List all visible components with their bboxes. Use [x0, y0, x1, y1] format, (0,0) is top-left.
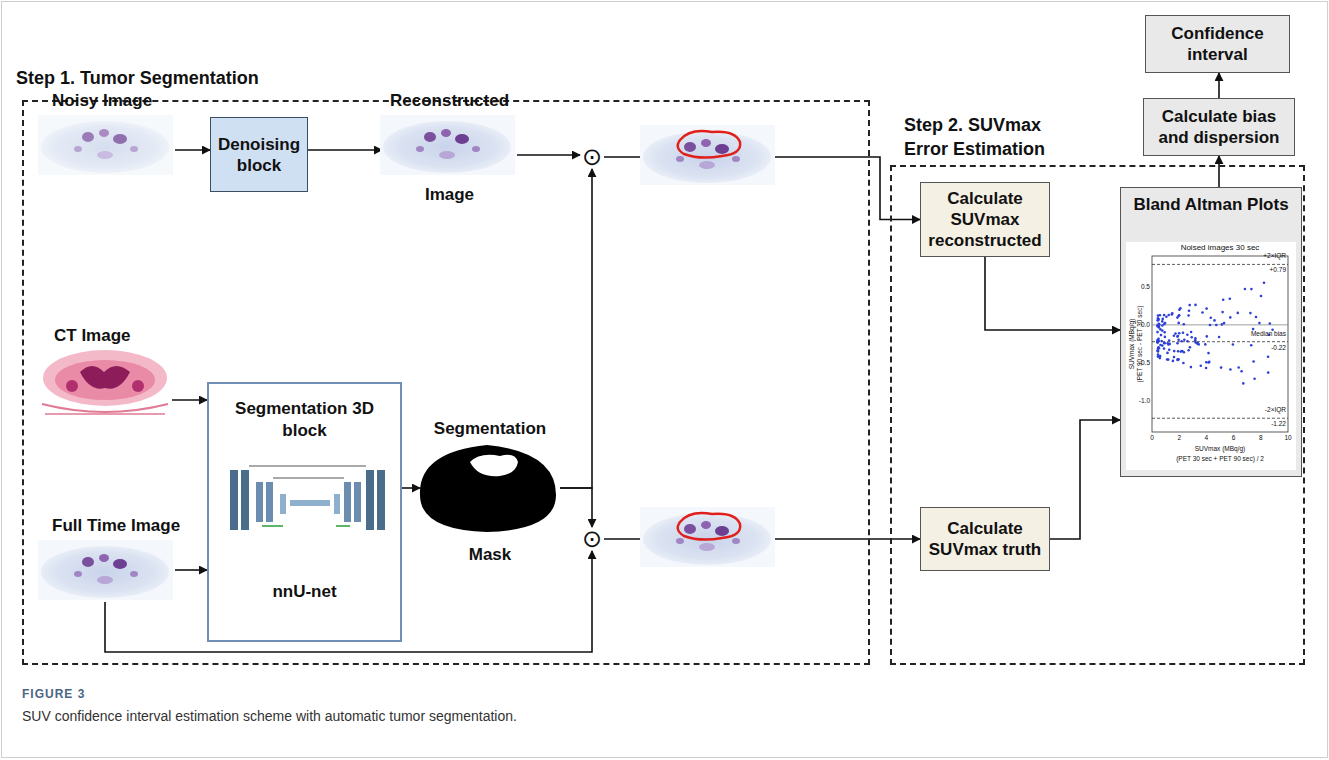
flow-arrow — [560, 169, 592, 488]
flow-arrow — [560, 488, 592, 527]
step-heading: Step 2. SUVmax Error Estimation — [904, 113, 1084, 161]
plot-label: +0.79 — [1270, 266, 1286, 273]
flow-arrow — [172, 399, 207, 401]
plot-label: 0.0 — [1141, 321, 1150, 328]
flow-arrow — [1218, 156, 1220, 187]
plot-label: 4 — [1205, 434, 1209, 441]
plot-area: Noised images 30 sec+2×IQR +0.79Median bi… — [1126, 242, 1296, 470]
step-region: Step 1. Tumor SegmentationNoisy ImageDen… — [22, 100, 870, 665]
plot-label: 6 — [1232, 434, 1236, 441]
box-text: Calculate SUVmax truth — [927, 518, 1043, 560]
flow-arrow — [175, 149, 210, 151]
image-label: Reconstructed — [362, 91, 537, 111]
process-box: Calculate SUVmax reconstructed — [920, 182, 1050, 257]
box-text: Calculate bias and dispersion — [1150, 106, 1288, 148]
box-text: Denoising block — [217, 134, 301, 176]
plot-label: +2×IQR — [1263, 252, 1286, 259]
segmented-reconstructed-image — [640, 125, 775, 185]
segmentation-block: Segmentation 3D block nnU-net — [207, 382, 402, 642]
plot-label: (PET 90 sec - PET 30 sec) — [1136, 305, 1143, 382]
process-box: Confidence interval — [1145, 15, 1290, 73]
image-panel: ReconstructedImage — [382, 117, 517, 177]
plot-label: SUVmax (MBq/g) — [1128, 319, 1135, 370]
reconstructed-pet-image — [380, 115, 515, 175]
block-title: Segmentation 3D block — [215, 398, 394, 442]
flow-arrow — [402, 487, 420, 489]
multiply-operator: ⊙ — [580, 527, 604, 551]
step-heading: Step 1. Tumor Segmentation — [16, 66, 259, 90]
full-time-pet-image — [38, 540, 173, 600]
segmented-truth-image — [640, 507, 775, 567]
ct-image — [42, 350, 168, 414]
step-region: Step 2. SUVmax Error EstimationCalculate… — [890, 165, 1305, 665]
image-label: CT Image — [54, 326, 192, 346]
image-panel: Full Time Image — [40, 542, 175, 602]
flow-arrow — [517, 154, 580, 156]
plot-label: -1.0 — [1139, 397, 1150, 404]
plot-label: Noised images 30 sec — [1181, 244, 1260, 253]
plot-label: Median bias — [1251, 330, 1286, 337]
plot-label: 8 — [1259, 434, 1263, 441]
image-panel: SegmentationMask — [420, 445, 560, 537]
multiply-operator: ⊙ — [580, 145, 604, 169]
flow-arrow — [1050, 420, 1120, 539]
plot-label: -1.22 — [1271, 420, 1286, 427]
plot-label: 2 — [1177, 434, 1181, 441]
flow-arrow — [105, 551, 592, 652]
plot-label: 0 — [1150, 434, 1154, 441]
segmentation-mask — [420, 445, 556, 532]
operator-symbol: ⊙ — [582, 145, 602, 169]
image-label: Mask — [420, 545, 560, 565]
process-box: Denoising block — [210, 117, 308, 192]
image-label: Noisy Image — [52, 91, 195, 111]
flow-arrow — [175, 569, 207, 571]
plot-label: 0.5 — [1141, 283, 1150, 290]
plot-label: (PET 30 sec + PET 90 sec) / 2 — [1176, 455, 1264, 462]
network-name: nnU-net — [209, 582, 400, 602]
image-label: Image — [382, 185, 517, 205]
flow-arrow — [985, 257, 1120, 330]
plot-label: 10 — [1284, 434, 1291, 441]
box-text: Confidence interval — [1152, 23, 1283, 65]
image-label: Segmentation — [400, 419, 580, 439]
figure-number: FIGURE 3 — [22, 688, 85, 701]
box-title: Bland Altman Plots — [1121, 188, 1301, 215]
plot-label: -0.5 — [1139, 359, 1150, 366]
process-box: Calculate bias and dispersion — [1143, 98, 1295, 156]
flow-arrow — [308, 149, 382, 151]
image-panel: Noisy Image — [40, 117, 175, 177]
image-label: Full Time Image — [52, 516, 195, 536]
image-panel: CT Image — [42, 352, 172, 420]
plot-label: -2×IQR — [1265, 406, 1286, 413]
bland-altman-box: Bland Altman PlotsNoised images 30 sec+2… — [1120, 187, 1302, 477]
operator-symbol: ⊙ — [582, 527, 602, 551]
flow-arrow — [1218, 73, 1220, 98]
box-text: Calculate SUVmax reconstructed — [927, 188, 1043, 251]
plot-label: -0.22 — [1271, 344, 1286, 351]
process-box: Calculate SUVmax truth — [920, 507, 1050, 571]
plot-label: SUVmax (MBq/g) — [1195, 445, 1246, 452]
nnunet-icon — [230, 466, 385, 530]
figure-caption: SUV confidence interval estimation schem… — [22, 708, 517, 724]
noisy-pet-image — [38, 115, 173, 175]
